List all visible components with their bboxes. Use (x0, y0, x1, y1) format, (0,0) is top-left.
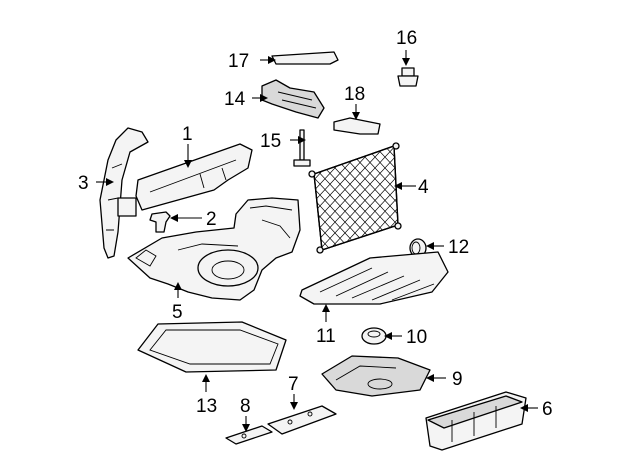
part-2-clip (149, 211, 171, 233)
callout-8: 8 (240, 396, 251, 417)
part-9-storage-tray (321, 355, 431, 397)
part-7-plate (267, 405, 337, 435)
callout-7: 7 (288, 374, 299, 395)
part-14-jack-bracket (261, 79, 325, 119)
part-11-load-floor (299, 251, 449, 305)
callout-14: 14 (224, 89, 246, 110)
callout-10: 10 (406, 327, 427, 348)
callout-16: 16 (396, 28, 417, 49)
callout-1: 1 (182, 124, 193, 145)
leader-lines (96, 50, 538, 432)
callout-5: 5 (172, 302, 183, 323)
callout-3: 3 (78, 173, 89, 194)
part-16-fastener (397, 67, 419, 87)
callout-15: 15 (260, 131, 281, 152)
part-3-quarter-trim-panel (99, 127, 149, 259)
callout-6: 6 (542, 399, 553, 420)
part-13-floor-mat (137, 321, 287, 373)
part-5-trunk-floor-tub (127, 197, 301, 301)
callout-12: 12 (448, 237, 469, 258)
callout-9: 9 (452, 369, 463, 390)
callout-18: 18 (344, 84, 365, 105)
part-15-rod (293, 129, 311, 167)
part-6-storage-box (425, 391, 527, 451)
callout-13: 13 (196, 396, 217, 417)
callout-labels: 1 2 3 4 5 6 7 8 9 10 11 12 13 14 15 16 1… (78, 28, 553, 420)
callout-2: 2 (206, 209, 217, 230)
part-10-cover (361, 327, 387, 345)
callout-11: 11 (316, 326, 336, 347)
part-18-bracket (333, 117, 381, 135)
part-1-upper-trim-panel (117, 143, 253, 217)
part-17-bar (271, 51, 339, 65)
callout-17: 17 (228, 51, 249, 72)
callout-4: 4 (418, 177, 429, 198)
part-8-plate (225, 425, 273, 445)
